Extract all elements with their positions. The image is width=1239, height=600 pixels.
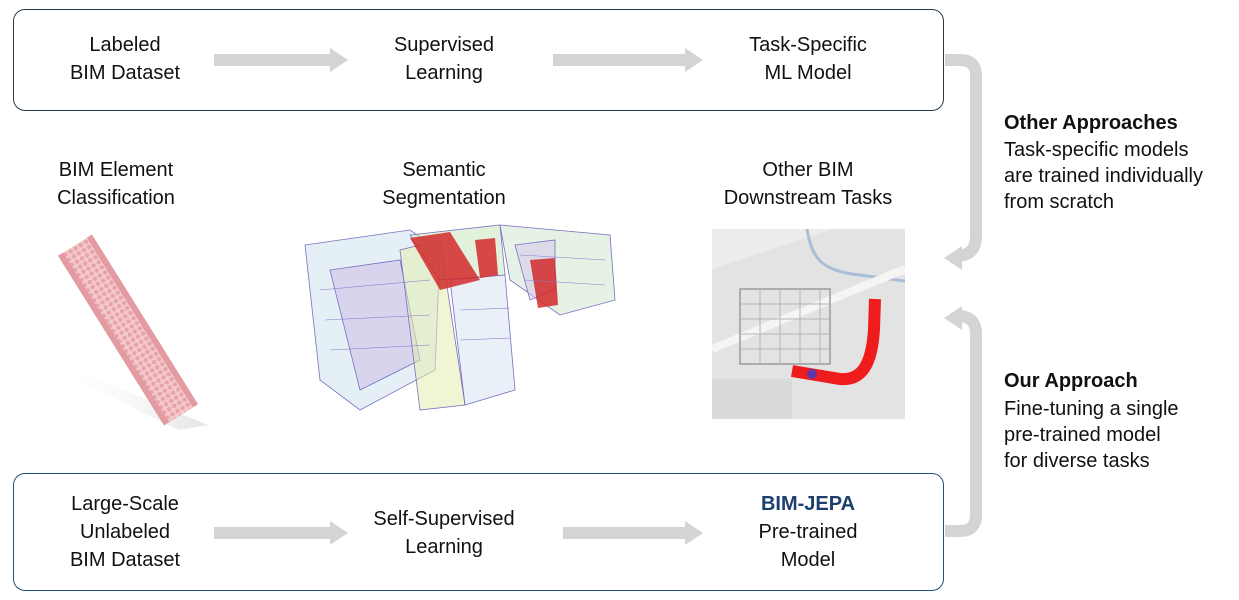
our-approach-bracket-arrow (944, 306, 982, 537)
top-arrow-2 (553, 48, 703, 72)
bottom-arrow-1 (214, 521, 348, 545)
our-approach-description: Fine-tuning a single pre-trained model f… (1004, 398, 1179, 472)
our-approach-title: Our Approach (1004, 370, 1138, 392)
top-pipeline-box (13, 9, 944, 111)
other-approaches-title: Other Approaches (1004, 112, 1178, 134)
semantic-segmentation-label: Semantic Segmentation (382, 159, 506, 209)
point-cloud-element-figure (48, 234, 208, 430)
other-approaches-bracket-arrow (944, 54, 982, 270)
bottom-arrow-2 (563, 521, 703, 545)
bim-jepa-brand: BIM-JEPA (760, 493, 856, 515)
large-scale-unlabeled-dataset-label: Large-Scale Unlabeled BIM Dataset (69, 493, 181, 571)
bim-jepa-model-label: BIM-JEPA Pre-trained Model (718, 490, 898, 574)
other-downstream-tasks-label: Other BIM Downstream Tasks (723, 159, 893, 209)
bim-element-classification-label: BIM Element Classification (57, 159, 175, 209)
bottom-pipeline-box (13, 473, 944, 591)
downstream-task-figure (712, 229, 905, 419)
supervised-learning-label: Supervised Learning (393, 34, 495, 84)
other-approaches-description: Task-specific models are trained individ… (1004, 139, 1204, 213)
task-specific-model-label: Task-Specific ML Model (749, 34, 867, 84)
self-supervised-learning-label: Self-Supervised Learning (373, 508, 515, 558)
semantic-segmentation-figure (304, 224, 616, 411)
labeled-bim-dataset-label: Labeled BIM Dataset (69, 34, 181, 84)
top-arrow-1 (214, 48, 348, 72)
